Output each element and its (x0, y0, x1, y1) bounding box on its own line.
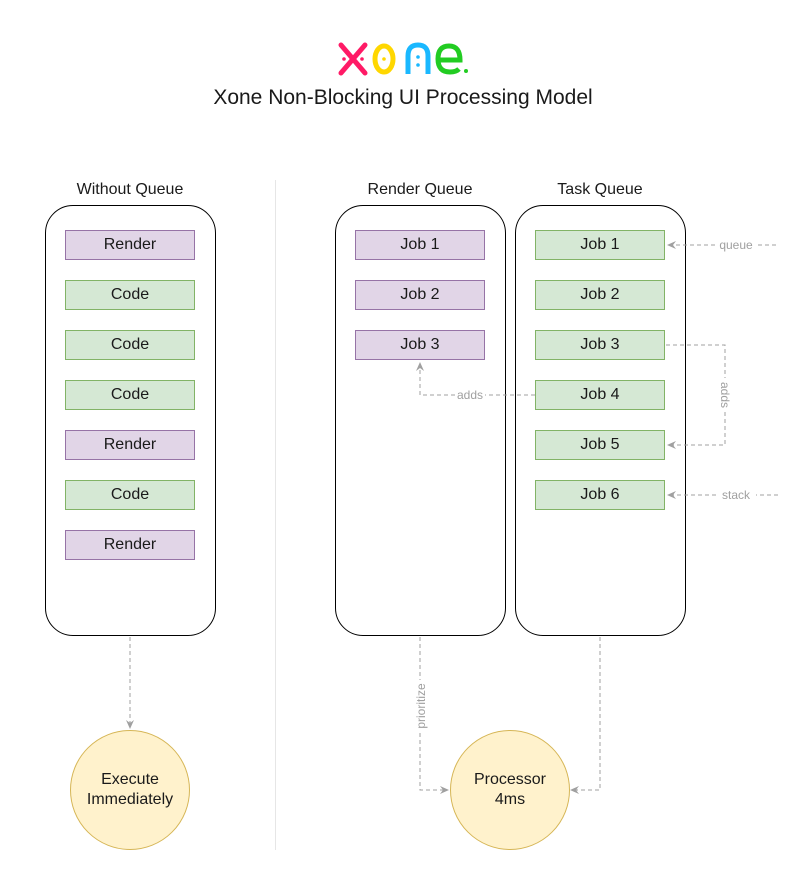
edge-label-adds-horizontal: adds (457, 388, 483, 402)
without-queue-item-code: Code (65, 380, 195, 410)
execute-immediately-node: Execute Immediately (70, 730, 190, 850)
execute-line-2: Immediately (86, 791, 174, 808)
logo-letter-e (435, 43, 468, 75)
processor-node: Processor 4ms (450, 730, 570, 850)
without-queue-item-code: Code (65, 330, 195, 360)
edge-job-3-adds-job-5 (666, 344, 726, 445)
section-divider (275, 180, 276, 850)
edge-task-queue-to-processor (570, 637, 601, 794)
execute-line-1: Execute (101, 771, 159, 788)
task-queue-job-5: Job 5 (535, 430, 665, 460)
render-queue-label: Render Queue (367, 181, 473, 198)
without-queue-container (45, 205, 216, 636)
edge-label-prioritize: prioritize (414, 683, 428, 729)
task-queue-job-4: Job 4 (535, 380, 665, 410)
logo-letter-o (372, 43, 396, 75)
task-queue-container (515, 205, 686, 636)
logo-letter-x (338, 42, 368, 76)
page-title: Xone Non-Blocking UI Processing Model (213, 86, 593, 109)
without-queue-item-code: Code (65, 280, 195, 310)
logo-letter-n (405, 42, 431, 74)
edge-label-adds-vertical: adds (718, 382, 732, 408)
without-queue-item-render: Render (65, 230, 195, 260)
without-queue-label: Without Queue (76, 181, 184, 198)
without-queue-item-code: Code (65, 480, 195, 510)
render-queue-job-2: Job 2 (355, 280, 485, 310)
edge-label-queue: queue (719, 238, 753, 252)
edge-label-stack: stack (722, 488, 751, 502)
edge-render-queue-prioritize (419, 637, 448, 790)
processor-line-1: Processor (473, 771, 547, 788)
render-queue-container (335, 205, 506, 636)
processor-line-2: 4ms (494, 791, 526, 808)
edge-job-4-adds-render-job-3 (420, 363, 535, 396)
task-queue-job-6: Job 6 (535, 480, 665, 510)
xone-logo (0, 38, 806, 82)
render-queue-job-1: Job 1 (355, 230, 485, 260)
without-queue-item-render: Render (65, 530, 195, 560)
xone-logo-graphic (338, 42, 468, 76)
task-queue-job-1: Job 1 (535, 230, 665, 260)
task-queue-job-3: Job 3 (535, 330, 665, 360)
task-queue-job-2: Job 2 (535, 280, 665, 310)
without-queue-item-render: Render (65, 430, 195, 460)
task-queue-label: Task Queue (557, 181, 643, 198)
